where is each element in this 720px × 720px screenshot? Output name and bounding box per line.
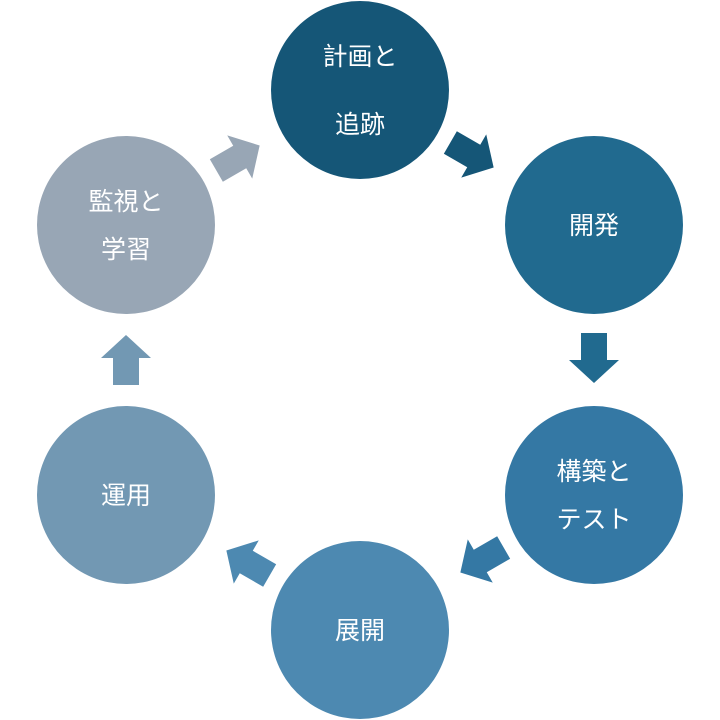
- arrow-icon: [226, 540, 277, 587]
- stage-label: 運用: [101, 481, 151, 510]
- stage-label: 開発: [569, 211, 619, 240]
- stage-label: 監視と: [88, 187, 163, 216]
- arrow-icon: [460, 536, 511, 583]
- arrow-icon: [443, 131, 494, 178]
- stage-node: 開発: [505, 136, 683, 314]
- stage-label: テスト: [556, 505, 631, 534]
- stage-circle: [505, 136, 683, 314]
- stage-circle: [37, 406, 215, 584]
- stage-circle: [505, 406, 683, 584]
- stage-circle: [271, 1, 449, 179]
- stage-circle: [271, 541, 449, 719]
- stage-label: 構築と: [556, 457, 631, 486]
- stage-node: 運用: [37, 406, 215, 584]
- stage-label: 計画と: [322, 42, 397, 71]
- stage-label: 追跡: [335, 110, 385, 139]
- arrow-icon: [101, 335, 151, 385]
- arrow-icon: [569, 333, 619, 383]
- stage-circle: [37, 136, 215, 314]
- stage-label: 展開: [335, 616, 385, 645]
- stage-label: 学習: [101, 235, 151, 264]
- arrow-icon: [209, 135, 260, 182]
- stage-node: 展開: [271, 541, 449, 719]
